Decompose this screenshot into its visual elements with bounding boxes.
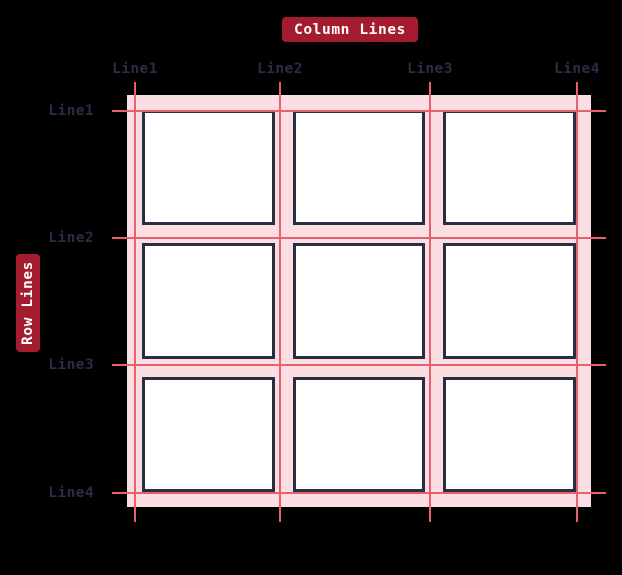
row-guide-line-2 <box>112 237 606 239</box>
row-lines-title-text: Row Lines <box>19 261 36 345</box>
row-line-label-4: Line4 <box>48 485 94 501</box>
row-line-label-2: Line2 <box>48 230 94 246</box>
grid-cell-r3c2 <box>292 376 426 492</box>
column-guide-line-2 <box>279 82 281 522</box>
column-guide-line-3 <box>429 82 431 522</box>
grid-cell-r1c3 <box>443 110 576 226</box>
grid-cell-r2c3 <box>443 243 576 359</box>
grid-cell-r2c2 <box>292 243 426 359</box>
column-line-label-1: Line1 <box>112 61 158 77</box>
grid-cell-r1c2 <box>292 110 426 226</box>
column-line-label-3: Line3 <box>407 61 453 77</box>
grid-cell-r3c3 <box>443 376 576 492</box>
column-guide-line-1 <box>134 82 136 522</box>
column-lines-title-badge: Column Lines <box>282 17 418 42</box>
grid-cell-r1c1 <box>142 110 275 226</box>
column-line-label-2: Line2 <box>257 61 303 77</box>
row-line-label-1: Line1 <box>48 103 94 119</box>
row-lines-title-badge: Row Lines <box>16 254 40 352</box>
column-guide-line-4 <box>576 82 578 522</box>
grid-container <box>127 95 591 507</box>
grid-cell-r3c1 <box>142 376 275 492</box>
row-guide-line-1 <box>112 110 606 112</box>
row-guide-line-3 <box>112 364 606 366</box>
column-line-label-4: Line4 <box>554 61 600 77</box>
row-line-label-3: Line3 <box>48 357 94 373</box>
column-lines-title-text: Column Lines <box>294 21 406 38</box>
grid-cell-r2c1 <box>142 243 275 359</box>
row-guide-line-4 <box>112 492 606 494</box>
